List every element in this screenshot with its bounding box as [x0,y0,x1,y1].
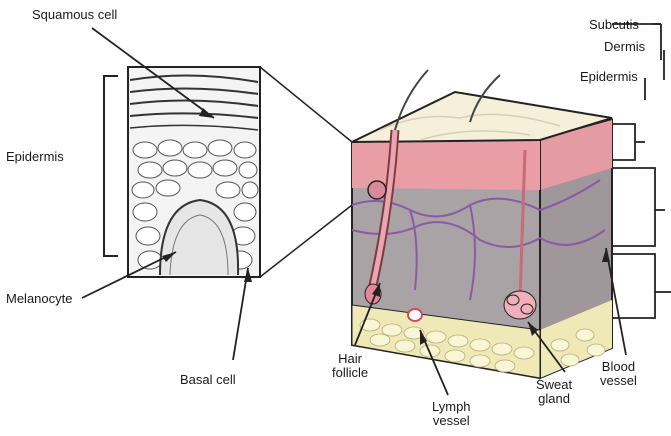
epidermis-bracket [104,76,118,256]
lymph-vessel-label: Lymph vessel [432,400,471,429]
squamous-cell-label: Squamous cell [32,8,117,22]
dermis-label: Dermis [604,40,645,54]
basal-cell-label: Basal cell [180,373,236,387]
sweat-gland-label: Sweat gland [536,378,572,407]
melanocyte-label: Melanocyte [6,292,72,306]
subcutis-label: Subcutis [589,18,639,32]
epidermis-inset [128,67,352,277]
epidermis-left-label: Epidermis [6,150,64,164]
blood-vessel-label: Blood vessel [600,360,637,389]
hair-follicle-label: Hair follicle [332,352,368,381]
epidermis-right-label: Epidermis [580,70,638,84]
skin-block [352,70,612,378]
